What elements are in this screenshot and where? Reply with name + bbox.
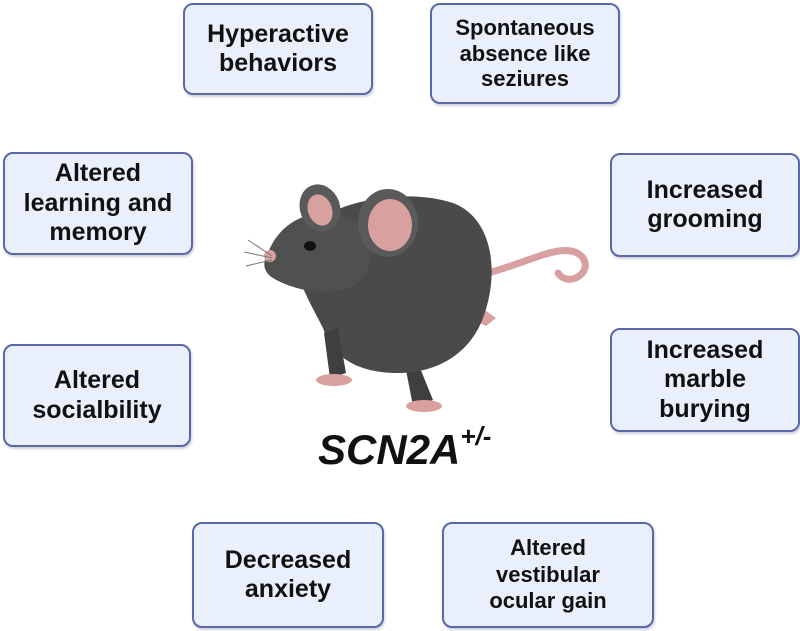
mouse-front-leg: [324, 328, 346, 378]
mouse-back-foot: [406, 363, 433, 406]
gene-genotype: +/-: [460, 421, 492, 451]
phenotype-label: Altered socialbility: [32, 366, 162, 424]
mouse-icon: [243, 184, 589, 412]
phenotype-box-grooming: Increased grooming: [610, 153, 800, 257]
phenotype-box-marble-burying: Increased marble burying: [610, 328, 800, 432]
mouse-front-paw: [316, 374, 352, 386]
mouse-whiskers: [243, 239, 273, 267]
phenotype-label: Decreased anxiety: [224, 545, 352, 604]
mouse-eye: [304, 241, 316, 251]
phenotype-box-vestibular-gain: Altered vestibular ocular gain: [442, 522, 654, 628]
gene-genotype-label: SCN2A+/-: [318, 421, 491, 474]
phenotype-box-absence-seizures: Spontaneous absence like seziures: [430, 3, 620, 104]
phenotype-label: Altered vestibular ocular gain: [489, 535, 607, 614]
phenotype-label: Increased grooming: [646, 175, 764, 234]
mouse-ear-back-inner: [307, 194, 333, 226]
phenotype-box-anxiety: Decreased anxiety: [192, 522, 384, 628]
mouse-back-paw: [406, 400, 442, 412]
phenotype-label: Hyperactive behaviors: [207, 19, 349, 78]
gene-name: SCN2A: [318, 426, 461, 473]
mouse-tail: [484, 246, 589, 283]
mouse-ear-front-inner: [368, 199, 412, 251]
phenotype-label: Altered learning and memory: [23, 159, 173, 247]
phenotype-box-hyperactive: Hyperactive behaviors: [183, 3, 373, 95]
phenotype-box-sociability: Altered socialbility: [3, 344, 191, 447]
phenotype-label: Spontaneous absence like seziures: [455, 14, 595, 92]
mouse-head: [264, 213, 372, 292]
phenotype-label: Increased marble burying: [646, 335, 764, 423]
phenotype-box-learning-memory: Altered learning and memory: [3, 152, 193, 255]
